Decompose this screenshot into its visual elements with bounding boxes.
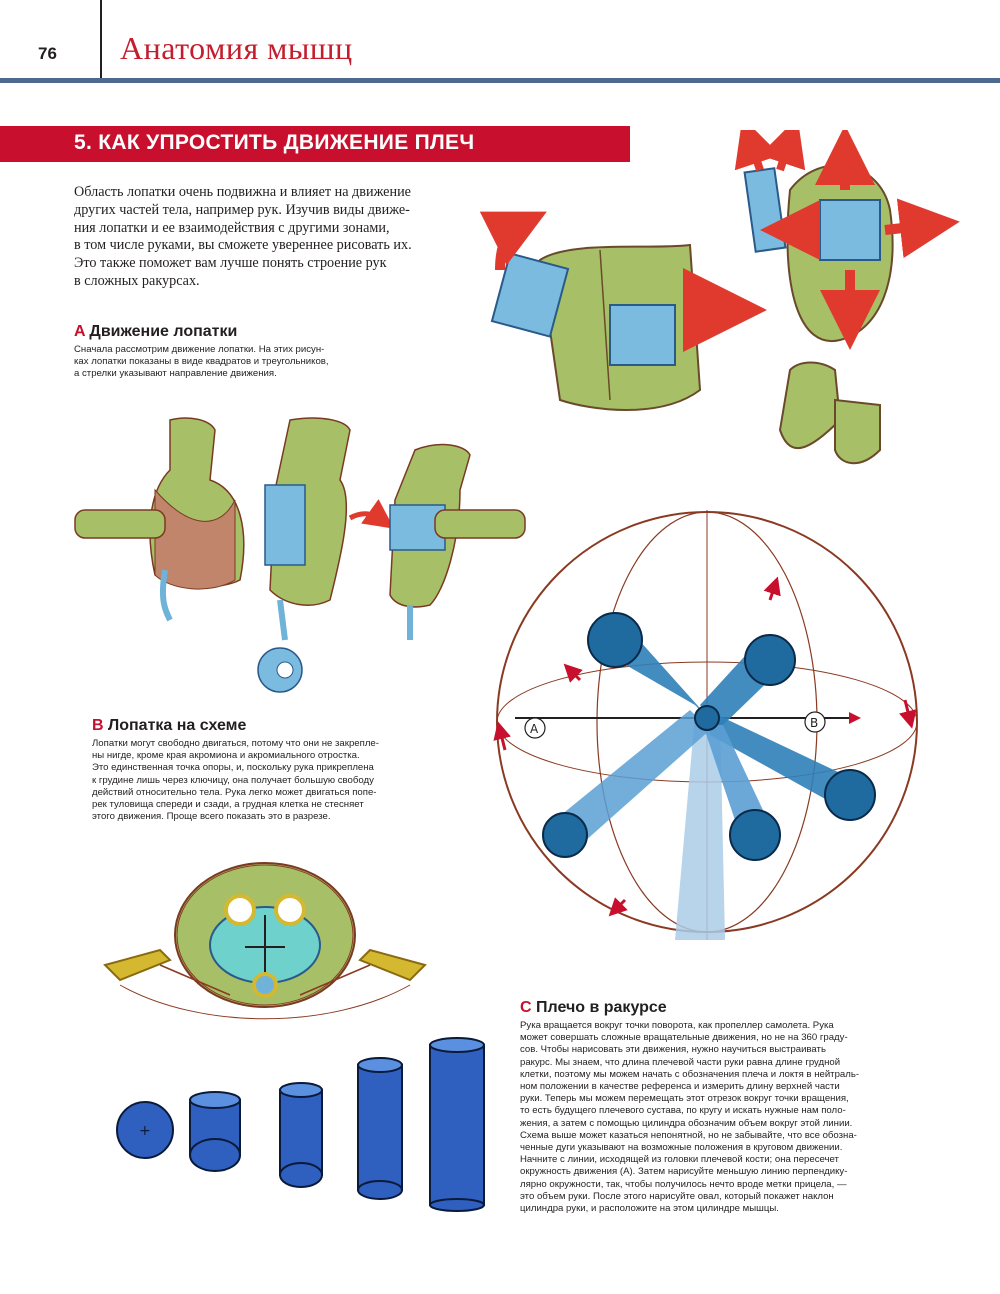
section-c-line: Рука вращается вокруг точки поворота, ка… xyxy=(520,1020,834,1031)
point-a-label: A xyxy=(530,722,539,736)
section-b-line: Лопатки могут свободно двигаться, потому… xyxy=(92,738,379,749)
chapter-title: 5. КАК УПРОСТИТЬ ДВИЖЕНИЕ ПЛЕЧ xyxy=(74,131,475,154)
section-c-line: Схема выше может казаться непонятной, но… xyxy=(520,1129,857,1141)
section-c-letter: C xyxy=(520,999,532,1016)
section-a-text: Сначала рассмотрим движение лопатки. На … xyxy=(74,344,329,381)
section-b-line: к грудине лишь через ключицу, она получа… xyxy=(92,774,374,786)
section-c-line: ракурс. Мы знаем, что длина плечевой час… xyxy=(520,1056,841,1068)
section-c-line: лярно окружности, так, чтобы получилось … xyxy=(520,1178,847,1190)
cylinder-long xyxy=(357,1057,403,1200)
cylinder-full xyxy=(429,1037,485,1212)
section-a-line: а стрелки указывают направление движения… xyxy=(74,368,277,380)
section-b-text: Лопатки могут свободно двигаться, потому… xyxy=(92,738,379,823)
intro-paragraph: Область лопатки очень подвижна и влияет … xyxy=(74,184,464,291)
section-a-heading: A Движение лопатки xyxy=(74,323,237,341)
torso-cross-section xyxy=(103,862,427,1020)
section-c-line: руки. Теперь мы можем перемещать этот от… xyxy=(520,1093,849,1105)
cylinder-short xyxy=(189,1091,241,1172)
section-c-line: жения, а затем с помощью цилиндра обозна… xyxy=(520,1117,853,1129)
section-a-line: ках лопатки показаны в виде квадратов и … xyxy=(74,356,329,368)
scapula-square xyxy=(264,484,306,566)
cylinder-end-view xyxy=(116,1101,174,1159)
section-b-line: Это единственная точка опоры, и, посколь… xyxy=(92,762,374,774)
intro-line: Это также поможет вам лучше понять строе… xyxy=(74,255,387,272)
section-c-line: то есть будущего плечевого сустава, по к… xyxy=(520,1105,846,1117)
section-b-line: этого движения. Проще всего показать это… xyxy=(92,811,331,823)
shoulder-studies-illustration xyxy=(74,417,526,693)
torso-movement-illustration xyxy=(479,130,960,465)
intro-line: других частей тела, например рук. Изучив… xyxy=(74,201,410,218)
section-c-text: Рука вращается вокруг точки поворота, ка… xyxy=(520,1020,859,1215)
section-a-line: Сначала рассмотрим движение лопатки. На … xyxy=(74,344,325,355)
section-c-line: Начните с линии, исходящей из головки пл… xyxy=(520,1154,839,1166)
intro-line: в сложных ракурсах. xyxy=(74,272,200,289)
section-c-line: клетки, поэтому мы можем начать с обозна… xyxy=(520,1068,860,1080)
point-b-label: B xyxy=(810,716,818,730)
scapula-square xyxy=(743,167,787,253)
intro-line: в том числе руками, вы сможете увереннее… xyxy=(74,237,412,254)
section-b-letter: B xyxy=(92,717,104,734)
point-a-marker xyxy=(524,717,546,739)
section-a-title: Движение лопатки xyxy=(89,323,238,340)
movement-arrow xyxy=(479,211,547,271)
section-c-line: сов. Чтобы нарисовать эти движения, нужн… xyxy=(520,1044,826,1056)
section-b-title: Лопатка на схеме xyxy=(108,717,247,734)
header-rule xyxy=(0,78,1000,83)
section-b-line: ны нигде, кроме края акромиона и акромиа… xyxy=(92,750,360,762)
section-c-line: ном положении в качестве референса и изм… xyxy=(520,1081,840,1093)
clavicle-right xyxy=(358,948,427,982)
section-c-line: это объем руки. После этого нарисуйте ов… xyxy=(520,1190,834,1202)
section-c-line: ченные дуги указывают на возможные полож… xyxy=(520,1142,843,1154)
page-number: 76 xyxy=(38,44,57,63)
scapula-square xyxy=(609,304,676,366)
page-header: 76 Анатомия мышц xyxy=(0,0,1000,84)
section-c-heading: C Плечо в ракурсе xyxy=(520,999,667,1017)
svg-text:+: + xyxy=(139,1123,151,1139)
section-c-line: цилиндра руки, и расположите на этом цил… xyxy=(520,1203,779,1215)
foreshortened-cylinders: + xyxy=(116,1037,485,1212)
section-a-letter: A xyxy=(74,323,85,340)
intro-line: Область лопатки очень подвижна и влияет … xyxy=(74,184,411,200)
running-title: Анатомия мышц xyxy=(120,30,353,66)
scapula-square xyxy=(819,199,881,261)
section-c-line: окружность движения (А). Затем нарисуйте… xyxy=(520,1166,848,1178)
cylinder-medium xyxy=(279,1082,323,1188)
header-divider xyxy=(100,0,102,78)
clavicle-left xyxy=(103,948,172,982)
section-b-line: рек туловища спереди и сзади, а грудная … xyxy=(92,799,364,811)
chapter-banner: 5. КАК УПРОСТИТЬ ДВИЖЕНИЕ ПЛЕЧ xyxy=(0,126,630,162)
section-b-heading: B Лопатка на схеме xyxy=(92,717,246,735)
section-c-title: Плечо в ракурсе xyxy=(536,999,667,1016)
point-b-marker xyxy=(804,711,826,733)
section-b-line: действий относительно тела. Рука легко м… xyxy=(92,786,377,798)
section-c-line: может совершать сложные вращательные дви… xyxy=(520,1032,848,1044)
rotation-sphere-diagram: A B xyxy=(493,510,918,940)
intro-line: ния лопатки и ее взаимодействия с другим… xyxy=(74,219,390,236)
arm-cylinders xyxy=(542,612,876,940)
